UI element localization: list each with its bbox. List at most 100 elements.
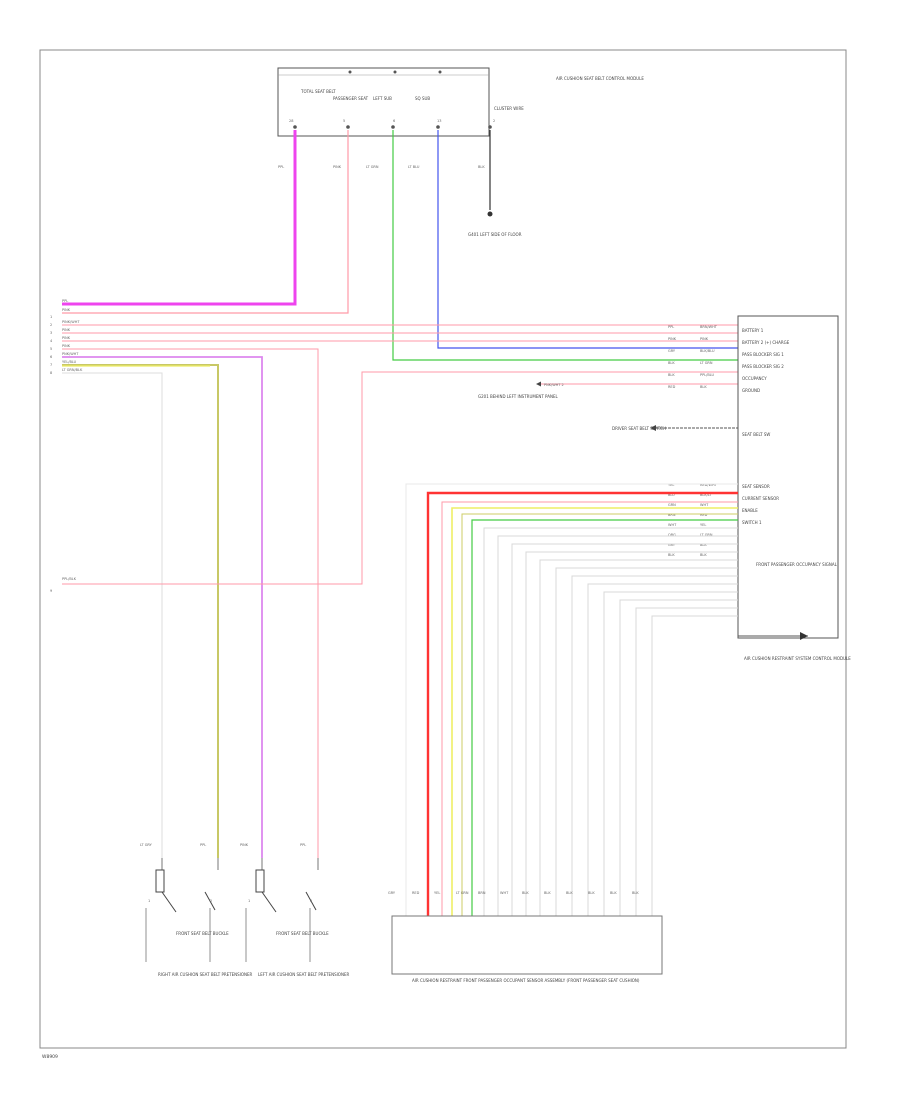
svg-text:LT BLU: LT BLU [408,165,420,169]
svg-text:PPL: PPL [278,165,284,169]
wire-pink [62,130,349,314]
svg-text:YEL: YEL [700,523,706,527]
svg-text:2: 2 [50,323,52,327]
svg-text:PINK: PINK [700,337,709,341]
left-connector-labels: PPL PINK PINK/WHT PINK PINK PINK PNK/WHT… [50,299,83,593]
svg-text:CURRENT SENSOR: CURRENT SENSOR [742,496,779,501]
svg-text:PINK/WHT: PINK/WHT [62,320,80,324]
svg-text:WHT: WHT [668,523,677,527]
svg-text:BATTERY 2 (+) CHARGE: BATTERY 2 (+) CHARGE [742,340,790,345]
svg-text:ORG: ORG [668,533,676,537]
svg-text:RED: RED [668,385,676,389]
svg-text:WHT: WHT [500,891,509,895]
svg-text:BLK: BLK [668,361,675,365]
svg-text:BLK: BLK [544,891,551,895]
svg-text:RED/WHT: RED/WHT [700,483,718,487]
svg-text:2: 2 [310,899,312,903]
svg-text:5: 5 [343,119,345,123]
occupant-sensor-title: AIR CUSHION RESTRAINT FRONT PASSENGER OC… [412,978,640,983]
svg-text:LT GRN/BLK: LT GRN/BLK [62,368,83,372]
svg-text:BLK: BLK [700,553,707,557]
top-module-title: AIR CUSHION SEAT BELT CONTROL MODULE [556,76,644,81]
svg-text:BLK: BLK [610,891,617,895]
svg-text:YEL: YEL [668,483,674,487]
gnd-g201-label: G201 BEHIND LEFT INSTRUMENT PANEL [478,394,558,399]
main-connector-labels: PPL PINK GRY BLK BLK RED BRN/WHT PINK BL… [668,325,718,389]
svg-text:SEAT BELT SW: SEAT BELT SW [742,432,770,437]
svg-text:1: 1 [248,899,250,903]
svg-text:FRONT PASSENGER OCCUPANCY SIGN: FRONT PASSENGER OCCUPANCY SIGNAL [756,562,838,567]
svg-text:LT GRY: LT GRY [140,843,153,847]
svg-text:SWITCH 1: SWITCH 1 [742,520,762,525]
svg-text:PPL: PPL [200,843,206,847]
occupant-sensor-wire-labels: GRY RED YEL LT GRN BRN WHT BLK BLK BLK B… [388,891,639,895]
right-pretensioner-desc: FRONT SEAT BELT BUCKLE [176,931,229,936]
svg-text:PASS BLOCKER SIG 1: PASS BLOCKER SIG 1 [742,352,784,357]
svg-text:28: 28 [289,119,293,123]
sensor-wires [405,483,738,918]
diagram-border [39,49,847,1049]
svg-text:5: 5 [50,347,52,351]
svg-text:BLK: BLK [478,165,485,169]
top-right-pin: CLUSTER WIRE [494,106,524,111]
left-pretensioner-desc: FRONT SEAT BELT BUCKLE [276,931,329,936]
svg-text:PASS BLOCKER SIG 2: PASS BLOCKER SIG 2 [742,364,784,369]
wire-lt-blu [437,130,738,349]
svg-text:BLK: BLK [522,891,529,895]
right-pretensioner: LT GRY PPL 1 2 FRONT SEAT BELT BUCKLE RI… [140,843,253,977]
svg-text:BATTERY 1: BATTERY 1 [742,328,764,333]
svg-text:BLK/LT: BLK/LT [700,493,712,497]
svg-text:2: 2 [210,899,212,903]
left-pretensioner: PINK PPL 1 2 FRONT SEAT BELT BUCKLE LEFT… [240,843,349,977]
top-ground-label: G401 LEFT SIDE OF FLOOR [468,232,522,237]
svg-text:13: 13 [437,119,441,123]
svg-text:PINK: PINK [240,843,249,847]
top-pin-2: PASSENGER SEAT [333,96,369,101]
top-pin-4: SQ SUB [415,96,430,101]
svg-text:PINK: PINK [62,328,71,332]
svg-text:8: 8 [50,371,52,375]
svg-text:RED: RED [412,891,420,895]
svg-text:BRN: BRN [478,891,486,895]
svg-text:BLK: BLK [566,891,573,895]
svg-text:PPL/BLU: PPL/BLU [700,373,715,377]
footer-code: W8909 [42,1054,58,1060]
svg-text:1: 1 [148,899,150,903]
svg-text:BLK: BLK [700,385,707,389]
svg-text:PINK: PINK [62,336,71,340]
svg-text:1: 1 [50,315,52,319]
top-pin-1: TOTAL SEAT BELT [300,89,336,94]
sensor-connector-labels: YEL BLU GRN BRN WHT ORG GRY BLK RED/WHT … [668,483,718,557]
svg-text:YEL: YEL [434,891,440,895]
svg-text:BLK: BLK [668,373,675,377]
svg-text:RED: RED [700,513,708,517]
seat-belt-switch-label: DRIVER SEAT BELT SWITCH [612,426,666,431]
svg-text:PINK: PINK [62,308,71,312]
svg-text:GRN: GRN [668,503,676,507]
svg-text:PINK: PINK [62,344,71,348]
svg-text:6: 6 [393,119,395,123]
svg-text:BLK/BLU: BLK/BLU [700,349,715,353]
svg-text:GRY: GRY [668,543,676,547]
svg-text:OCCUPANCY: OCCUPANCY [742,376,767,381]
svg-text:GROUND: GROUND [742,388,760,393]
svg-text:PPL: PPL [668,325,674,329]
svg-text:PPL: PPL [62,299,68,303]
svg-text:BLK: BLK [700,543,707,547]
svg-text:4: 4 [50,339,53,343]
wire-ppl [62,130,297,306]
svg-text:BRN/WHT: BRN/WHT [700,325,718,329]
top-module: AIR CUSHION SEAT BELT CONTROL MODULE TOT… [277,67,644,137]
main-module-title: AIR CUSHION RESTRAINT SYSTEM CONTROL MOD… [744,656,851,661]
svg-text:BLK: BLK [588,891,595,895]
svg-text:BLK: BLK [668,553,675,557]
svg-text:7: 7 [50,363,52,367]
main-module: BATTERY 1 BATTERY 2 (+) CHARGE PASS BLOC… [737,315,851,661]
svg-text:PNK/WHT: PNK/WHT [62,352,79,356]
svg-text:3: 3 [50,331,52,335]
svg-text:SEAT SENSOR: SEAT SENSOR [742,484,770,489]
svg-text:2: 2 [493,119,495,123]
svg-text:GRY: GRY [388,891,396,895]
svg-text:LT GRN: LT GRN [456,891,469,895]
occupant-sensor-module: AIR CUSHION RESTRAINT FRONT PASSENGER OC… [391,915,663,983]
